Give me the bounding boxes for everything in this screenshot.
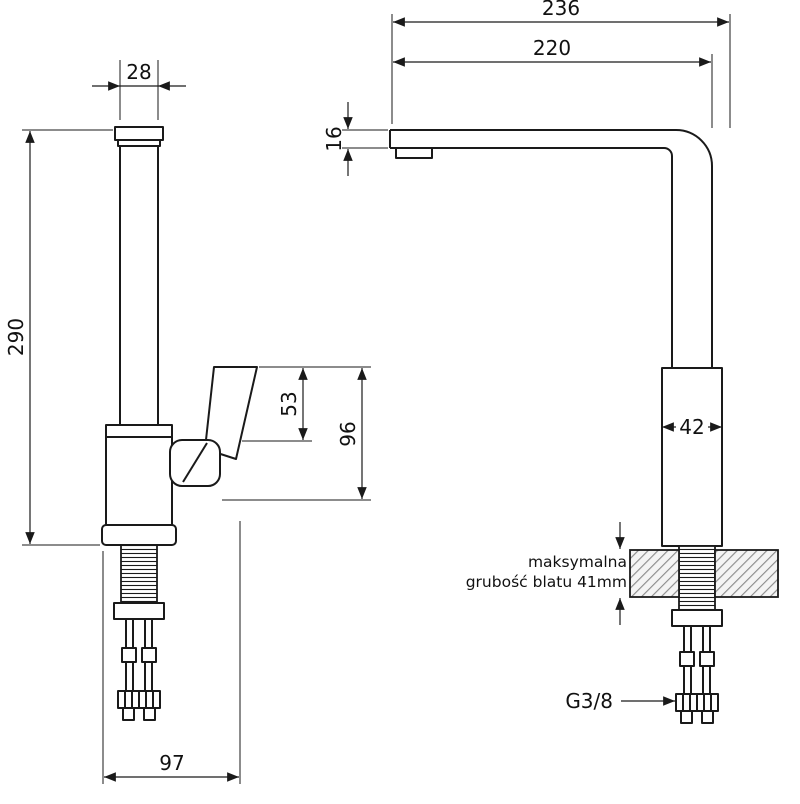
dimension-base-depth: 97 xyxy=(102,521,241,784)
counter-note-line1: maksymalna xyxy=(528,553,627,571)
thread-size-callout: G3/8 xyxy=(565,689,675,713)
dim-label-handle-top: 53 xyxy=(277,391,301,416)
mounting-bracket-front xyxy=(671,609,723,627)
spout-outer-edge xyxy=(390,129,713,368)
stud-fitting xyxy=(699,651,715,667)
dimension-handle-top: 53 xyxy=(242,366,371,442)
hose-hex-nut xyxy=(675,693,698,712)
countertop-slab-right xyxy=(714,549,779,598)
elbow-detail-line xyxy=(182,442,208,483)
faucet-neck xyxy=(119,145,159,426)
counter-note-line2: grubość blatu 41mm xyxy=(466,573,627,591)
dim-label-total-length: 236 xyxy=(542,0,580,20)
hose-end xyxy=(680,710,693,724)
stud-fitting xyxy=(141,647,157,663)
faucet-side-view xyxy=(101,126,258,721)
threaded-shank xyxy=(120,544,158,604)
dim-label-handle-bottom: 96 xyxy=(336,421,360,446)
dim-label-spout-thickness: 16 xyxy=(322,126,346,151)
lever-handle xyxy=(204,366,258,460)
threaded-shank-front xyxy=(678,545,716,611)
faucet-front-view xyxy=(389,129,779,724)
hose-end xyxy=(701,710,714,724)
spout-inner-edge xyxy=(390,147,673,368)
aerator xyxy=(395,147,433,159)
mounting-bracket xyxy=(113,602,165,620)
dim-label-total-height: 290 xyxy=(4,318,28,356)
base-plate xyxy=(101,524,177,546)
dimension-total-height: 290 xyxy=(4,129,113,546)
countertop-slab-left xyxy=(629,549,680,598)
hose-hex-nut xyxy=(138,690,161,709)
countertop-thickness-note: maksymalna grubość blatu 41mm xyxy=(466,522,627,625)
dim-label-body-width: 42 xyxy=(679,415,704,439)
dimension-body-width: 42 xyxy=(662,415,722,439)
dimension-neck-width: 28 xyxy=(92,60,186,120)
dim-label-base-depth: 97 xyxy=(159,751,184,775)
faucet-body xyxy=(105,424,173,526)
spout-cap xyxy=(114,126,164,141)
dim-label-spout-reach: 220 xyxy=(533,36,571,60)
dimension-total-length: 236 xyxy=(391,0,731,128)
dimension-spout-thickness: 16 xyxy=(322,102,388,176)
dimension-spout-reach: 220 xyxy=(393,36,713,128)
faucet-body-front xyxy=(661,367,723,547)
hose-hex-nut xyxy=(117,690,140,709)
dimension-handle-bottom: 96 xyxy=(222,368,371,501)
hose-end xyxy=(122,707,135,721)
dim-label-neck-width: 28 xyxy=(126,60,151,84)
hose-hex-nut xyxy=(696,693,719,712)
stud-fitting xyxy=(121,647,137,663)
thread-size-label: G3/8 xyxy=(565,689,613,713)
hose-end xyxy=(143,707,156,721)
stud-fitting xyxy=(679,651,695,667)
